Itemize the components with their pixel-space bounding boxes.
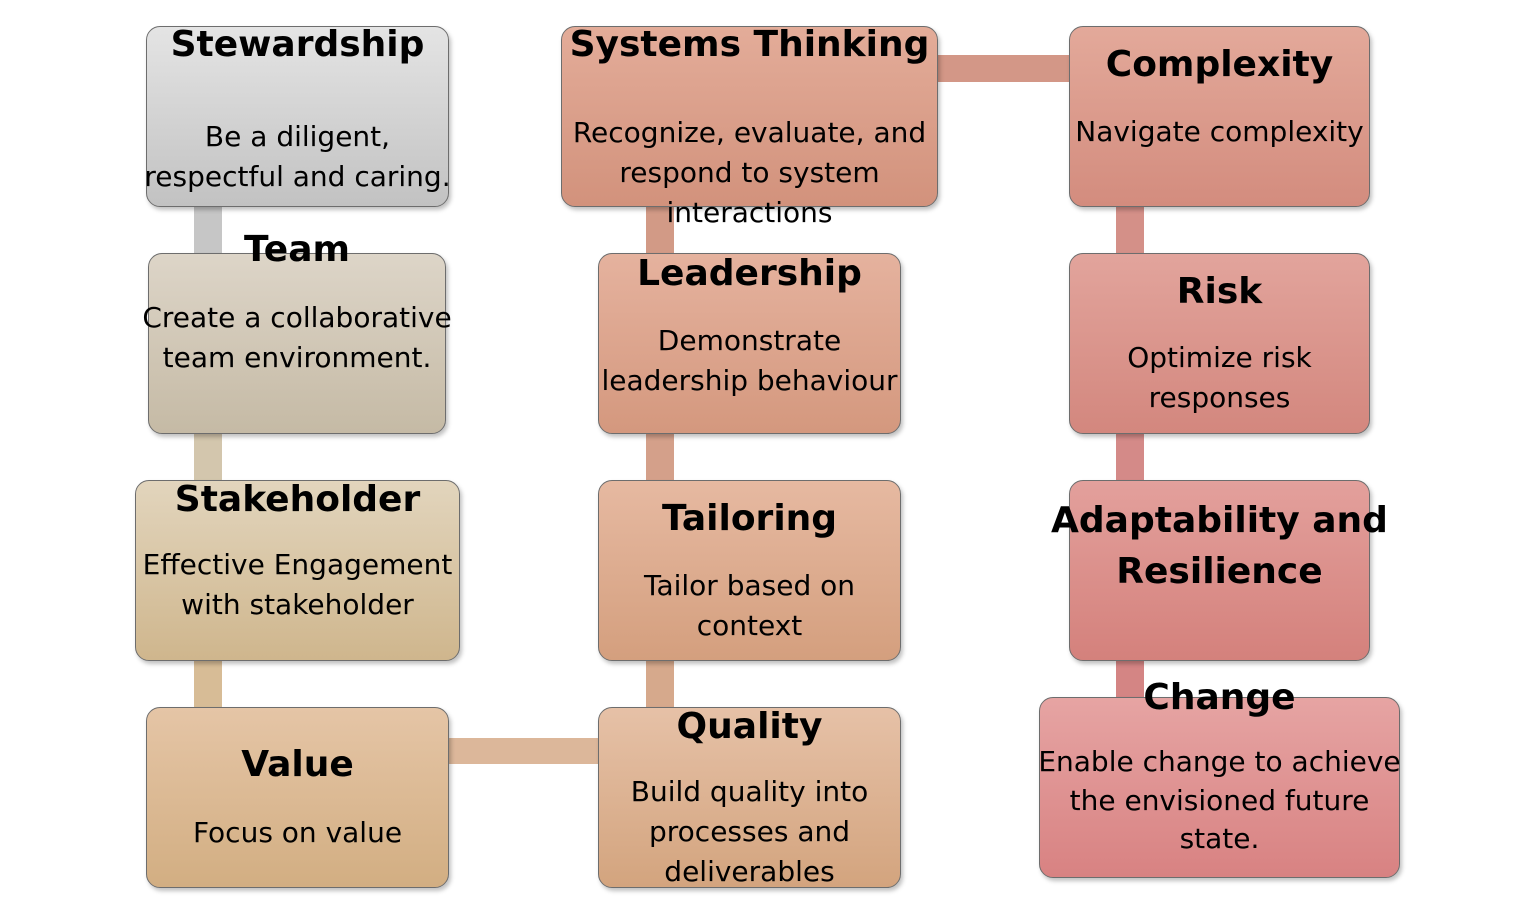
principle-box-tailoring: Tailoring Tailor based on context — [598, 480, 901, 661]
principle-box-risk: Risk Optimize risk responses — [1069, 253, 1370, 434]
connector-complexity-risk — [1116, 200, 1144, 260]
connector-quality-tailoring — [646, 655, 674, 715]
connector-adaptability-change — [1116, 655, 1144, 700]
principle-title: Stakeholder — [174, 479, 421, 520]
principle-box-complexity: Complexity Navigate complexity — [1069, 26, 1370, 207]
principle-title: Value — [241, 744, 354, 785]
connector-team-stakeholder — [194, 430, 222, 485]
principle-title: Systems Thinking — [569, 24, 930, 65]
principle-title: Complexity — [1105, 44, 1334, 85]
principle-box-quality: Quality Build quality into processes and… — [598, 706, 901, 888]
principle-title: Quality — [676, 706, 823, 747]
principle-title: Adaptability and Resilience — [1051, 500, 1388, 592]
principle-box-adaptability-resilience: Adaptability and Resilience — [1051, 480, 1388, 661]
connector-risk-adaptability — [1116, 430, 1144, 485]
principle-description: Effective Engagement with stakeholder — [142, 548, 453, 621]
connector-stewardship-team — [194, 200, 222, 260]
principle-description: Optimize risk responses — [1127, 341, 1312, 414]
principle-title: Stewardship — [170, 24, 425, 65]
principle-description: Enable change to achieve the envisioned … — [1038, 745, 1401, 855]
connector-leadership-systems-thinking — [646, 200, 674, 260]
principle-description: Focus on value — [192, 816, 403, 849]
principle-description: Build quality into processes and deliver… — [630, 775, 869, 888]
principle-box-leadership: Leadership Demonstrate leadership behavi… — [598, 253, 901, 434]
principle-box-change: Change Enable change to achieve the envi… — [1038, 677, 1401, 878]
principle-title: Tailoring — [661, 498, 838, 539]
principle-title: Team — [244, 229, 350, 270]
principle-box-stakeholder: Stakeholder Effective Engagement with st… — [135, 479, 460, 661]
principle-description: Navigate complexity — [1075, 115, 1364, 148]
connector-systems-thinking-complexity — [935, 55, 1073, 82]
connector-stakeholder-value — [194, 655, 222, 715]
principle-box-team: Team Create a collaborative team environ… — [142, 229, 452, 434]
principle-description: Be a diligent, respectful and caring. — [144, 120, 451, 193]
principle-title: Risk — [1176, 271, 1263, 312]
principle-description: Recognize, evaluate, and respond to syst… — [572, 116, 927, 229]
principle-title: Change — [1143, 677, 1296, 718]
principle-box-stewardship: Stewardship Be a diligent, respectful an… — [144, 24, 451, 207]
connector-value-quality — [446, 738, 602, 764]
principle-box-value: Value Focus on value — [146, 707, 449, 888]
principle-description: Demonstrate leadership behaviour — [601, 324, 898, 397]
connector-tailoring-leadership — [646, 430, 674, 485]
principle-description: Tailor based on context — [643, 569, 856, 642]
principle-box-systems-thinking: Systems Thinking Recognize, evaluate, an… — [561, 24, 938, 229]
principle-description: Create a collaborative team environment. — [142, 301, 452, 374]
principle-title: Leadership — [637, 253, 862, 294]
